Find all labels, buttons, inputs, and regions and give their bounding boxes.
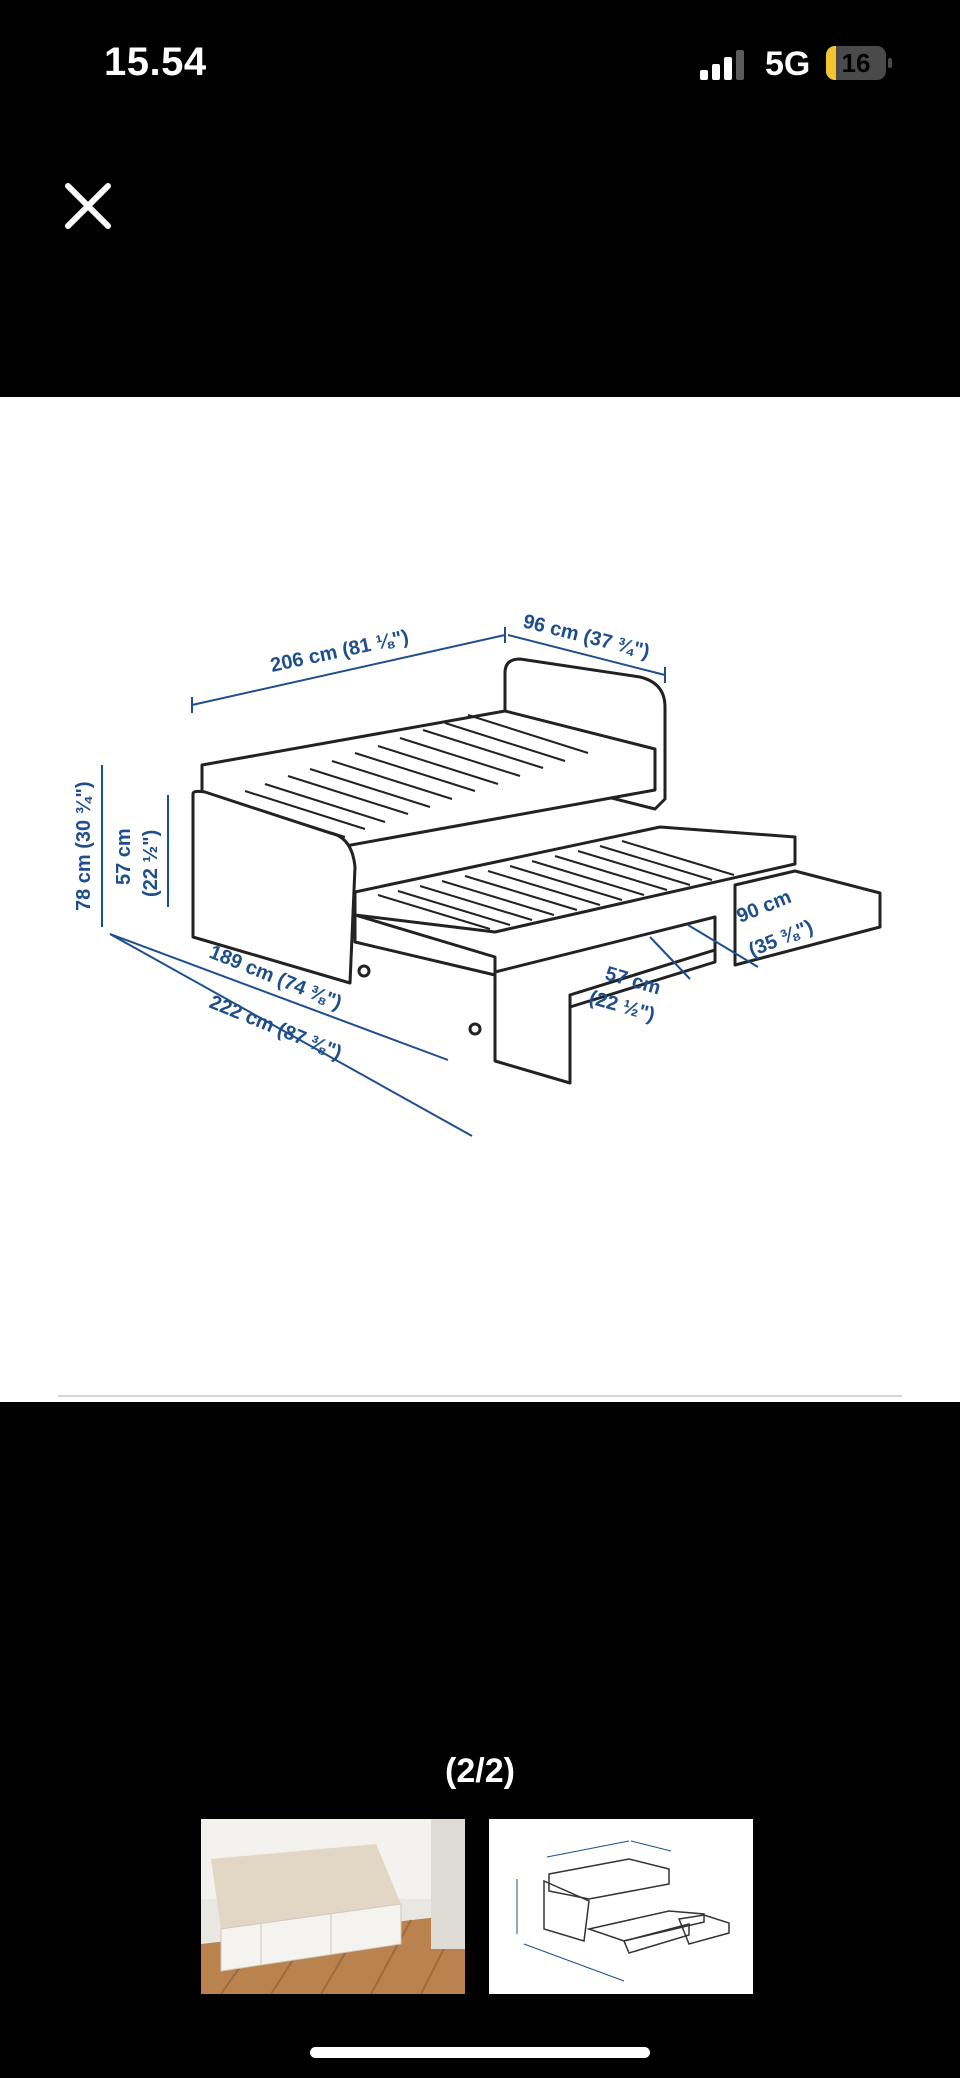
image-viewer[interactable]: 206 cm (81 ⅛") 96 cm (37 ¾") 78 cm (30 ¾… — [0, 397, 960, 1402]
battery-level: 16 — [841, 48, 871, 78]
height-seat-inch-label: (22 ½") — [140, 830, 162, 897]
status-bar: 15.54 5G 16 — [0, 0, 960, 130]
bed-dimension-diagram: 206 cm (81 ⅛") 96 cm (37 ¾") 78 cm (30 ¾… — [73, 611, 882, 1137]
page-indicator: (2/2) — [445, 1752, 515, 1790]
photo-thumbnail[interactable] — [201, 1819, 465, 1994]
home-indicator[interactable] — [310, 2047, 650, 2058]
viewer-divider — [58, 1395, 902, 1397]
battery-fill — [826, 46, 836, 80]
battery-icon: 16 — [826, 46, 892, 80]
height-seat-label: 57 cm — [113, 828, 135, 885]
bed-photo-image — [201, 1819, 465, 1994]
status-time: 15.54 — [104, 40, 207, 84]
length-top-label: 206 cm (81 ⅛") — [268, 626, 410, 677]
network-type: 5G — [765, 45, 811, 83]
bed-diagram-image — [489, 1819, 753, 1994]
diagram-thumbnail[interactable] — [489, 1819, 753, 1994]
close-icon[interactable] — [60, 178, 116, 234]
cellular-signal-icon — [700, 50, 744, 80]
height-total-label: 78 cm (30 ¾") — [73, 781, 95, 911]
